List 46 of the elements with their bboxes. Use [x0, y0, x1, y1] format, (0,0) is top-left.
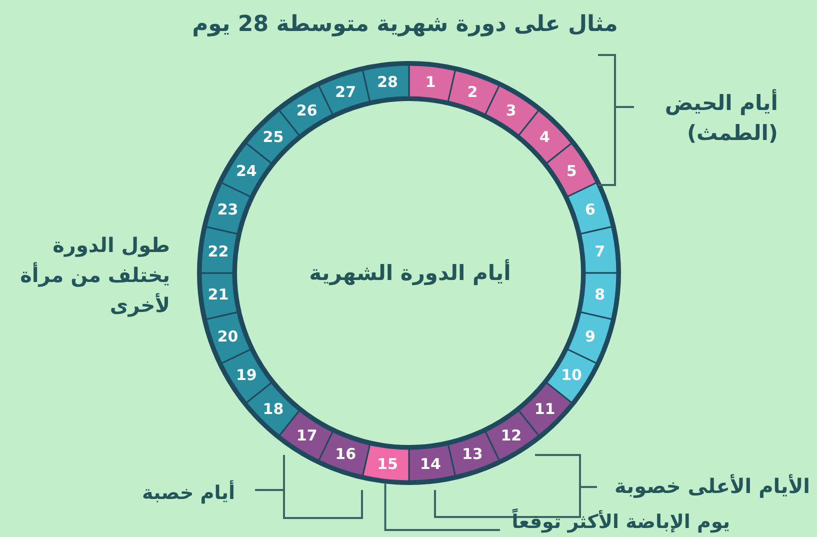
day-number: 3 [506, 101, 516, 120]
day-number: 2 [467, 82, 478, 101]
callout-text: أيام الدورة الشهرية [308, 258, 512, 288]
callout-text: طول الدورة يختلف من مرأة لأخرى [20, 232, 170, 319]
day-number: 17 [296, 426, 318, 445]
day-number: 8 [594, 286, 605, 304]
day-segment [484, 84, 540, 136]
day-number: 22 [208, 242, 229, 260]
day-number: 7 [594, 242, 605, 260]
day-number: 20 [217, 327, 238, 346]
day-number: 15 [377, 454, 398, 473]
leader-line [384, 484, 500, 531]
day-number: 24 [236, 162, 257, 180]
day-segment [580, 226, 618, 274]
day-segment [566, 311, 613, 364]
day-number: 19 [236, 366, 257, 384]
callout-text: الأيام الأعلى خصوبة [614, 473, 810, 500]
day-number: 18 [262, 400, 284, 418]
day-number: 28 [377, 73, 398, 92]
day-number: 25 [262, 128, 284, 146]
day-number: 1 [425, 73, 436, 92]
day-number: 23 [217, 200, 238, 219]
day-number: 27 [335, 82, 356, 101]
day-segment [580, 272, 618, 320]
title: مثال على دورة شهرية متوسطة 28 يوم [191, 11, 619, 39]
day-number: 4 [540, 128, 550, 146]
callout-text: أيام خصبة [140, 479, 235, 506]
day-number: 16 [335, 445, 356, 464]
day-number: 5 [566, 162, 577, 180]
callout-text: يوم الإباضة الأكثر توقعاً [470, 508, 730, 536]
day-number: 9 [585, 327, 596, 346]
day-number: 13 [462, 445, 483, 464]
callout-text: أيام الحيض (الطمث) [664, 88, 778, 147]
day-number: 10 [561, 366, 582, 384]
day-number: 21 [208, 286, 229, 304]
day-segment [408, 444, 456, 482]
day-segment [546, 142, 598, 198]
day-segment [447, 69, 500, 116]
day-number: 14 [420, 454, 441, 473]
day-segment [566, 182, 613, 235]
day-number: 26 [296, 101, 318, 120]
day-number: 11 [534, 400, 556, 418]
day-segment [362, 64, 410, 102]
day-number: 6 [585, 200, 596, 219]
day-segment [518, 110, 572, 164]
day-number: 12 [500, 426, 522, 445]
